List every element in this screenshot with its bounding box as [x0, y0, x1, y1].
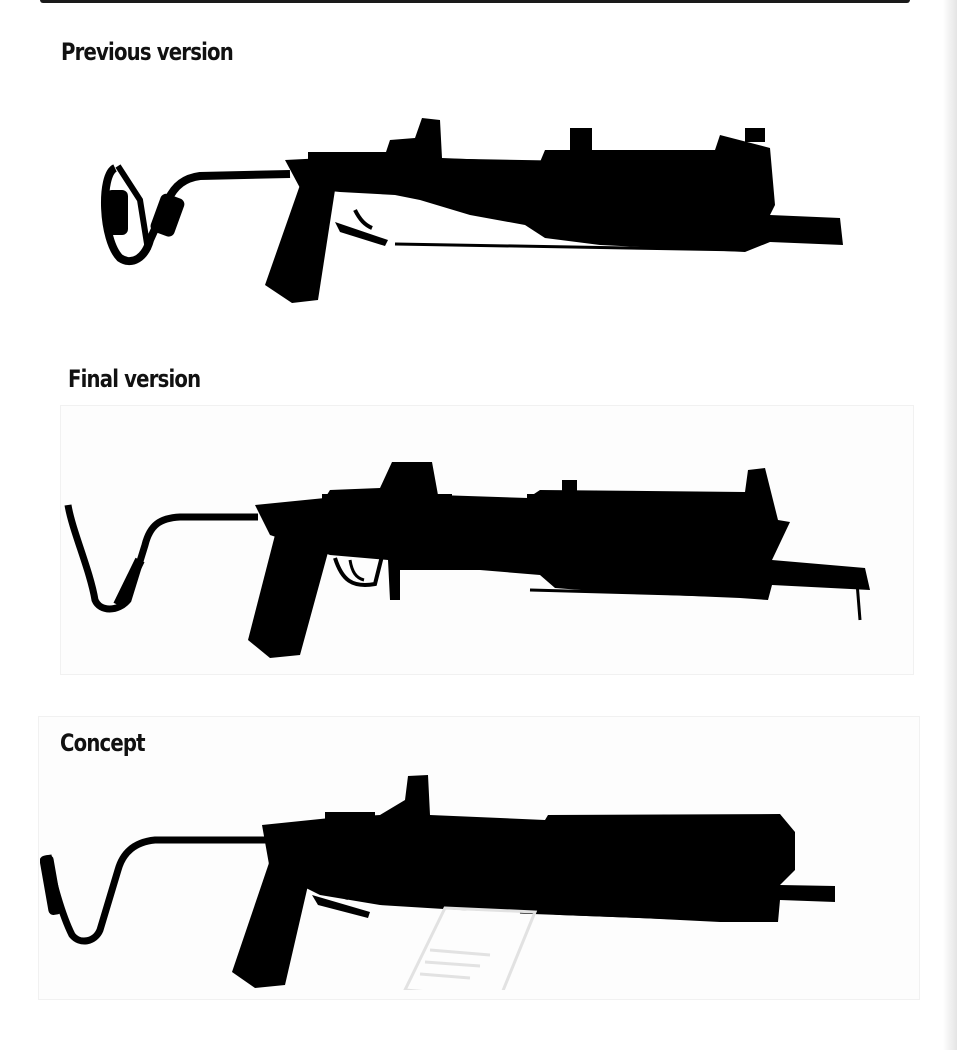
- section-title-previous: Previous version: [61, 38, 234, 66]
- rifle-silhouette-previous-icon: [100, 118, 843, 303]
- top-divider: [40, 0, 910, 3]
- rifle-silhouette-final-icon: [64, 462, 870, 658]
- section-title-concept: Concept: [60, 729, 146, 757]
- rifle-silhouette-concept-icon: [40, 775, 835, 990]
- section-title-final: Final version: [68, 365, 201, 393]
- page-edge-shadow: [943, 0, 957, 1050]
